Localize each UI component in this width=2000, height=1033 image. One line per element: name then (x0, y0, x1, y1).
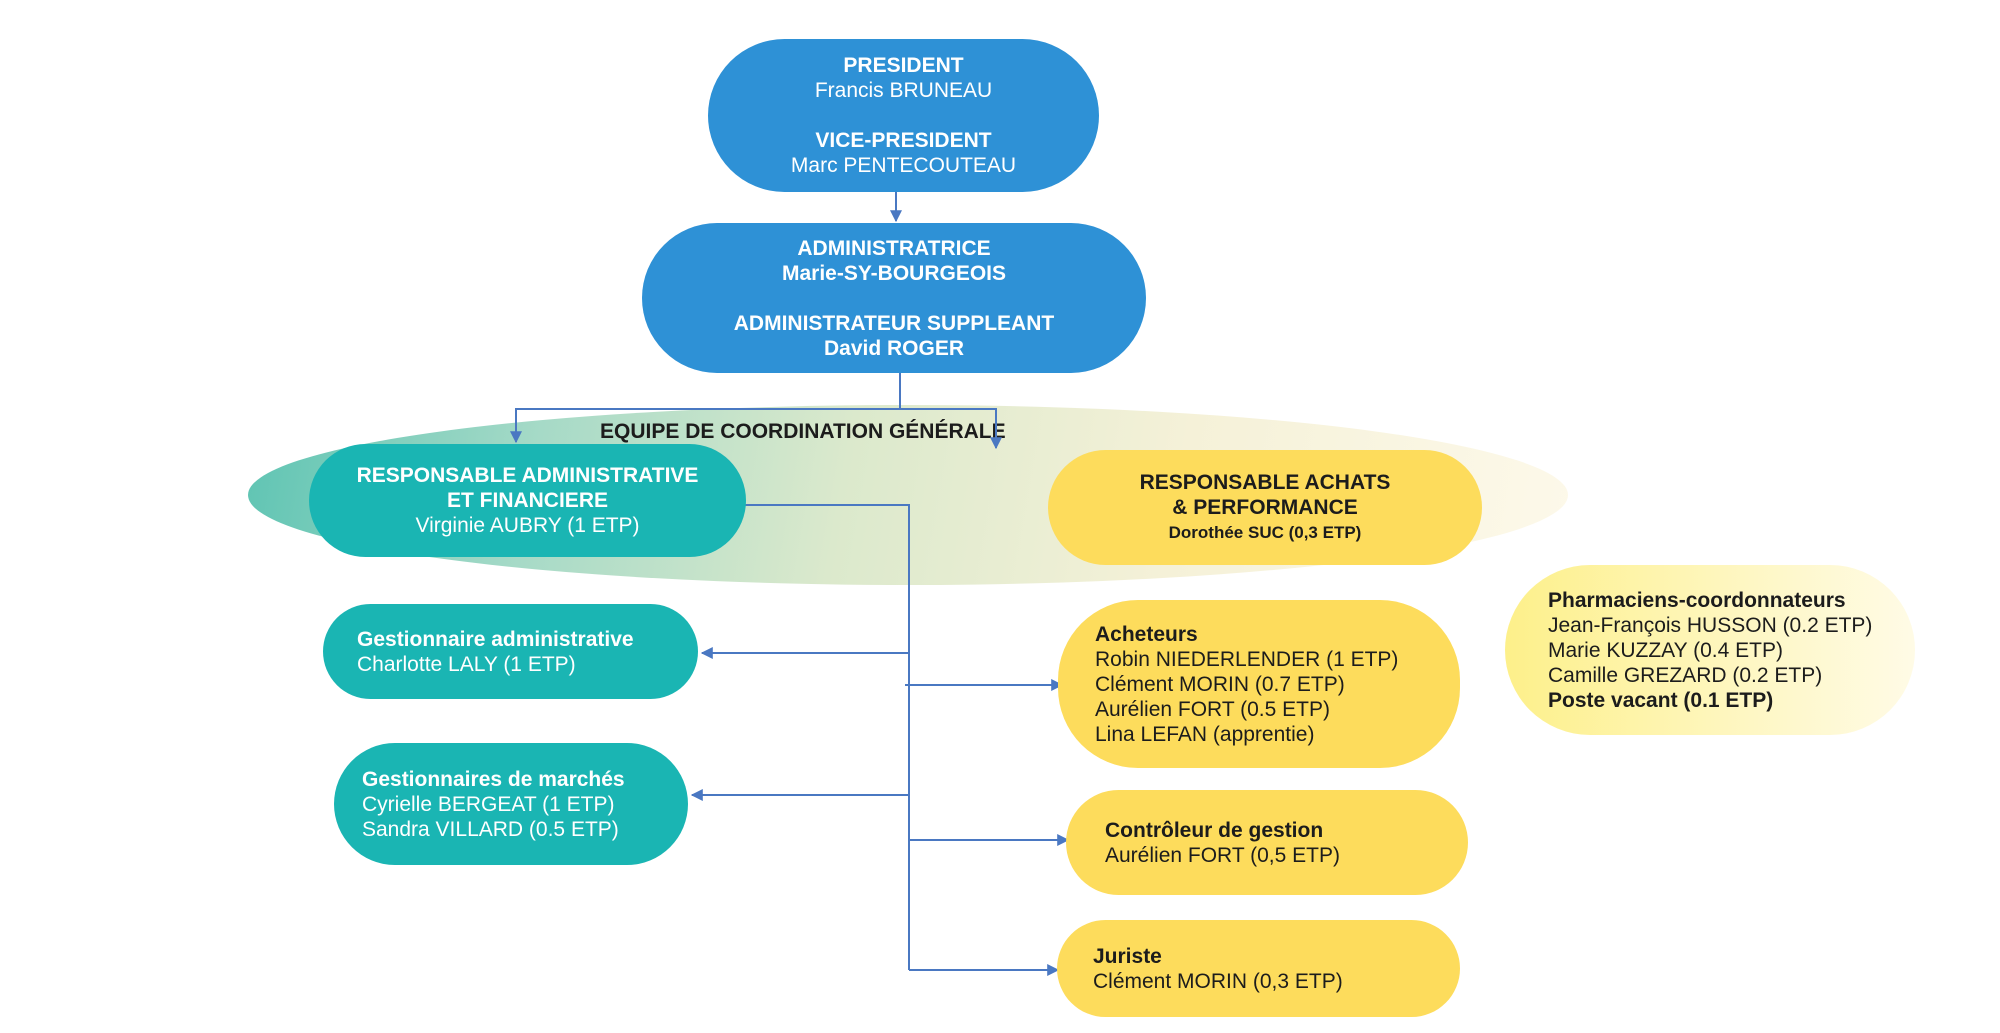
legal-officer-member: Clément MORIN (0,3 ETP) (1093, 969, 1343, 993)
vice-president-name: Marc PENTECOUTEAU (790, 154, 1017, 177)
vice-president-title: VICE-PRESIDENT (815, 129, 992, 152)
admin-finance-title-line1: RESPONSABLE ADMINISTRATIVE (356, 464, 699, 487)
contract-managers-node[interactable]: Gestionnaires de marchés Cyrielle BERGEA… (334, 743, 688, 865)
president-title: PRESIDENT (843, 54, 964, 77)
legal-officer-title: Juriste (1093, 944, 1162, 968)
contract-manager-member: Cyrielle BERGEAT (1 ETP) (362, 792, 615, 816)
purchasing-title-line2: & PERFORMANCE (1172, 496, 1358, 519)
buyer-member: Lina LEFAN (apprentie) (1095, 722, 1315, 746)
admin-finance-manager-node[interactable]: RESPONSABLE ADMINISTRATIVE ET FINANCIERE… (309, 444, 746, 557)
admin-finance-title-line2: ET FINANCIERE (446, 489, 608, 512)
president-name: Francis BRUNEAU (814, 79, 993, 102)
contract-manager-member: Sandra VILLARD (0.5 ETP) (362, 817, 619, 841)
coordinating-pharmacists-node[interactable]: Pharmaciens-coordonnateurs Jean-François… (1505, 565, 1915, 735)
deputy-administrator-title: ADMINISTRATEUR SUPPLEANT (733, 311, 1055, 335)
pharmacist-member: Marie KUZZAY (0.4 ETP) (1548, 638, 1783, 662)
pharmacists-title: Pharmaciens-coordonnateurs (1548, 588, 1846, 612)
purchasing-person: Dorothée SUC (0,3 ETP) (1168, 523, 1362, 542)
management-controller-title: Contrôleur de gestion (1105, 818, 1324, 842)
buyers-node[interactable]: Acheteurs Robin NIEDERLENDER (1 ETP) Clé… (1058, 600, 1460, 768)
admin-finance-person: Virginie AUBRY (1 ETP) (415, 514, 640, 537)
management-controller-member: Aurélien FORT (0,5 ETP) (1105, 843, 1340, 867)
management-controller-node[interactable]: Contrôleur de gestion Aurélien FORT (0,5… (1066, 790, 1468, 895)
buyer-member: Aurélien FORT (0.5 ETP) (1095, 697, 1330, 721)
administrator-title: ADMINISTRATRICE (797, 236, 991, 260)
board-node[interactable]: PRESIDENT Francis BRUNEAU VICE-PRESIDENT… (708, 39, 1099, 192)
admin-officer-title: Gestionnaire administrative (357, 627, 634, 651)
pharmacist-member: Jean-François HUSSON (0.2 ETP) (1548, 613, 1873, 637)
buyers-title: Acheteurs (1095, 622, 1198, 646)
buyer-member: Clément MORIN (0.7 ETP) (1095, 672, 1345, 696)
deputy-administrator-name: David ROGER (823, 336, 965, 360)
administration-node[interactable]: ADMINISTRATRICE Marie-SY-BOURGEOIS ADMIN… (642, 223, 1146, 373)
contract-managers-title: Gestionnaires de marchés (362, 767, 625, 791)
pharmacist-member: Camille GREZARD (0.2 ETP) (1548, 663, 1823, 687)
pharmacist-vacancy: Poste vacant (0.1 ETP) (1548, 688, 1774, 712)
admin-officer-node[interactable]: Gestionnaire administrative Charlotte LA… (323, 604, 698, 699)
buyer-member: Robin NIEDERLENDER (1 ETP) (1095, 647, 1399, 671)
admin-officer-member: Charlotte LALY (1 ETP) (357, 652, 576, 676)
administrator-name: Marie-SY-BOURGEOIS (781, 261, 1007, 285)
purchasing-manager-node[interactable]: RESPONSABLE ACHATS & PERFORMANCE Dorothé… (1048, 450, 1482, 565)
coordination-team-title: EQUIPE DE COORDINATION GÉNÉRALE (600, 420, 1006, 443)
legal-officer-node[interactable]: Juriste Clément MORIN (0,3 ETP) (1057, 920, 1460, 1017)
purchasing-title-line1: RESPONSABLE ACHATS (1139, 471, 1391, 494)
